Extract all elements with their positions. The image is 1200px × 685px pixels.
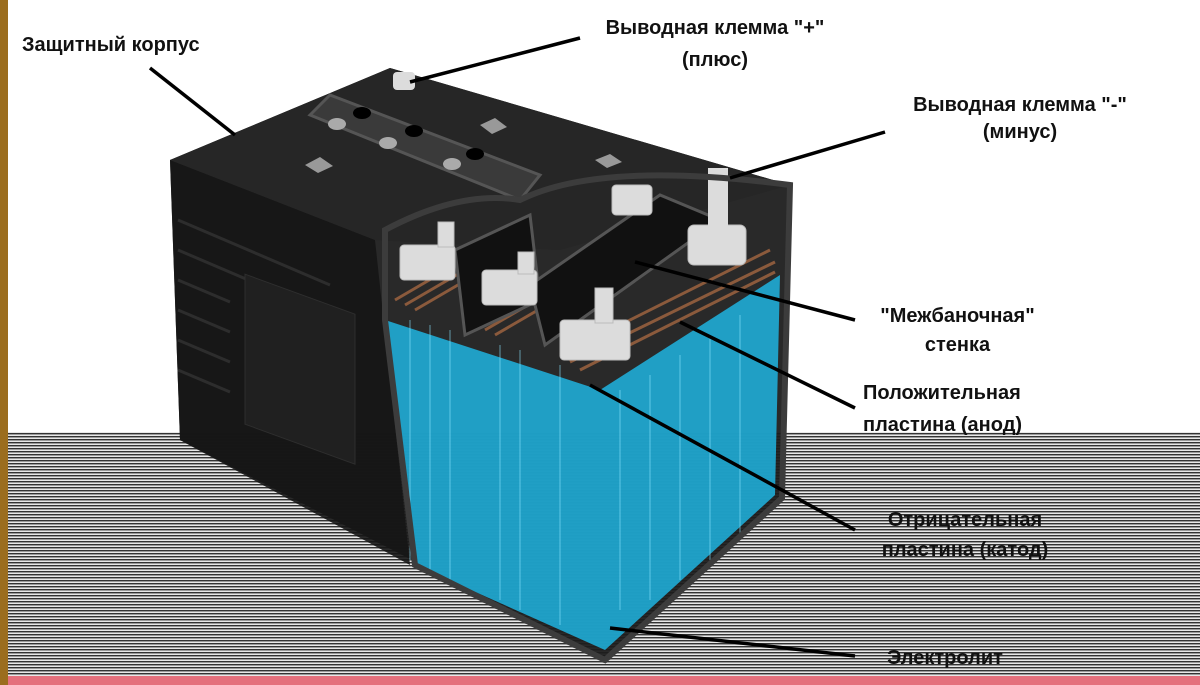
electrolyte: [385, 275, 780, 650]
label-positive-plate-line2: пластина (анод): [863, 414, 1023, 436]
leader-lines: [148, 36, 886, 658]
label-plus-terminal-line1: Выводная клемма "+": [605, 17, 825, 39]
minus-terminal: [708, 168, 728, 230]
label-negative-plate-line1: Отрицательная: [887, 509, 1043, 531]
lid-pad: [595, 154, 622, 168]
label-cell-wall-line1: "Межбаночная": [880, 305, 1035, 327]
cutaway-edge: [382, 172, 794, 664]
vent-caps: [328, 107, 484, 170]
lid-pad: [480, 118, 507, 134]
plus-terminal: [393, 72, 415, 90]
label-positive-plate-line1: Положительная: [863, 382, 1021, 404]
label-cell-wall-line2: стенка: [924, 334, 991, 356]
bottom-bar: [0, 676, 1200, 685]
label-electrolyte: Электролит: [887, 647, 1003, 669]
label-case: Защитный корпус: [22, 34, 200, 56]
case-panel: [244, 273, 356, 465]
label-plus-terminal-line2: (плюс): [681, 49, 749, 71]
left-edge-bar: [0, 0, 8, 685]
label-minus-terminal-line2: (минус): [982, 121, 1058, 143]
label-minus-terminal-line1: Выводная клемма "-": [913, 94, 1127, 116]
cell-terminals: [399, 184, 747, 361]
label-negative-plate-line2: пластина (катод): [881, 539, 1049, 561]
lid-pad: [305, 157, 333, 173]
lid-strip: [307, 93, 543, 202]
